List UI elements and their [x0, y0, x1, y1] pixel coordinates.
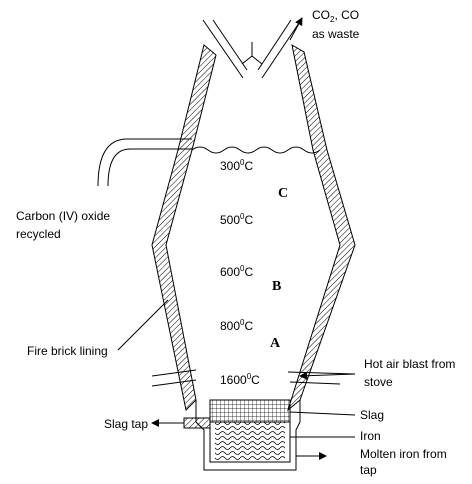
right-wall-lining [287, 44, 356, 412]
hot-air-arrow [299, 371, 356, 380]
slag-tap-pipe [151, 417, 211, 429]
zone-c: C [278, 186, 288, 201]
temp-1600: 16000C [220, 372, 260, 387]
charge-surface [191, 146, 321, 154]
left-tuyere [151, 369, 197, 387]
slag-label: Slag [360, 408, 384, 422]
hearth-inner-wall [209, 422, 291, 463]
zone-a: A [270, 336, 281, 351]
waste-gas-arrow [289, 17, 303, 41]
molten-iron-label-2: tap [360, 463, 377, 477]
temp-800: 8000C [220, 318, 253, 333]
charging-hopper [202, 19, 302, 79]
slag-tap-label: Slag tap [104, 417, 148, 431]
fire-brick-leader [117, 299, 169, 351]
hot-air-label-1: Hot air blast from [364, 357, 455, 371]
recycled-label-1: Carbon (IV) oxide [16, 209, 110, 223]
hot-air-label-2: stove [364, 375, 393, 389]
as-waste-label: as waste [312, 27, 360, 41]
slag-layer [209, 399, 291, 423]
zone-b: B [272, 279, 281, 294]
waste-gas-label: CO2, CO [312, 8, 359, 24]
fire-brick-label: Fire brick lining [27, 344, 108, 358]
slag-leader [289, 411, 356, 416]
temp-300: 3000C [220, 158, 253, 173]
temp-600: 6000C [220, 264, 253, 279]
temp-500: 5000C [220, 212, 253, 227]
left-wall-lining [151, 44, 217, 412]
molten-iron [215, 422, 285, 460]
recycled-gas-pipe [97, 138, 192, 187]
iron-label: Iron [360, 429, 381, 443]
molten-iron-label-1: Molten iron from [360, 447, 447, 461]
recycled-label-2: recycled [16, 227, 61, 241]
